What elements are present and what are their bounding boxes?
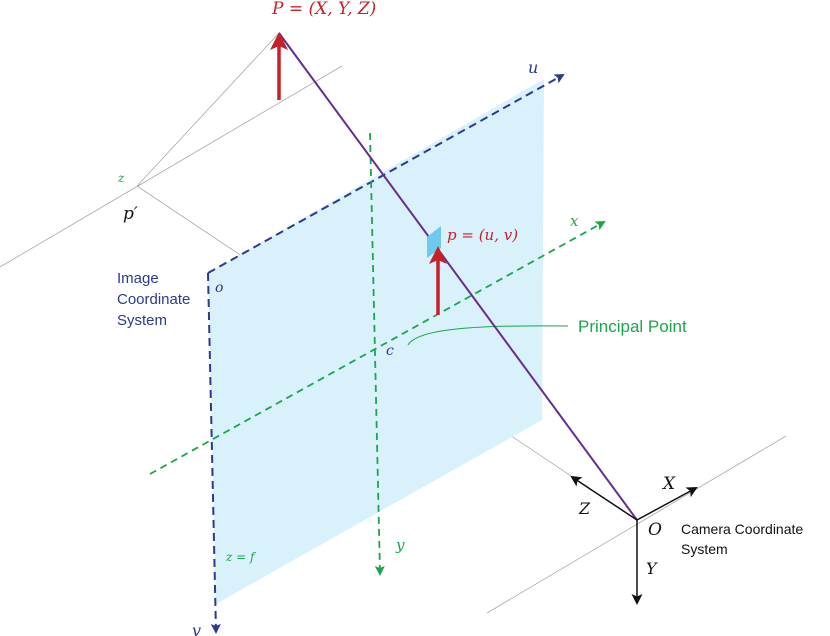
image-plane: [208, 79, 544, 604]
plane-xy-axes: [149, 132, 606, 576]
label-z: z: [117, 171, 125, 185]
label-x-axis: x: [570, 212, 579, 230]
label-image-cs-line1: Image: [117, 270, 159, 287]
label-image-origin: o: [215, 280, 223, 296]
x-axis: [149, 221, 606, 475]
label-camera-cs-line2: System: [681, 541, 728, 557]
guide-P-to-pprime: [136, 32, 280, 187]
label-camera-origin: O: [648, 520, 662, 540]
projection-ray: [278, 32, 638, 521]
label-image-cs-line3: System: [117, 312, 167, 329]
label-principal-point: Principal Point: [578, 317, 687, 336]
label-p-prime: p′: [123, 204, 138, 224]
label-y-axis: y: [395, 536, 405, 554]
label-camera-Z: Z: [578, 499, 591, 518]
v-axis: [207, 272, 221, 634]
label-camera-X: X: [661, 474, 676, 494]
y-axis: [369, 132, 385, 576]
image-coordinate-axes: [207, 74, 565, 634]
camera-coordinate-axes: [570, 475, 698, 605]
label-camera-cs-line1: Camera Coordinate: [681, 521, 803, 537]
u-axis: [207, 74, 565, 274]
label-camera-Y: Y: [646, 559, 658, 578]
label-v-axis: v: [192, 621, 201, 636]
principal-point-leader: [407, 325, 569, 346]
label-u-axis: u: [528, 58, 538, 77]
label-world-point: P = (X, Y, Z): [271, 0, 376, 19]
label-z-equals-f: z = f: [225, 550, 257, 564]
camera-X-axis: [636, 487, 698, 521]
label-image-cs-line2: Coordinate: [117, 291, 190, 308]
optical-axis-back-line: [0, 65, 343, 268]
camera-Z-axis: [570, 475, 638, 521]
label-center-c: c: [386, 343, 394, 359]
label-image-point: p = (u, v): [447, 226, 518, 244]
